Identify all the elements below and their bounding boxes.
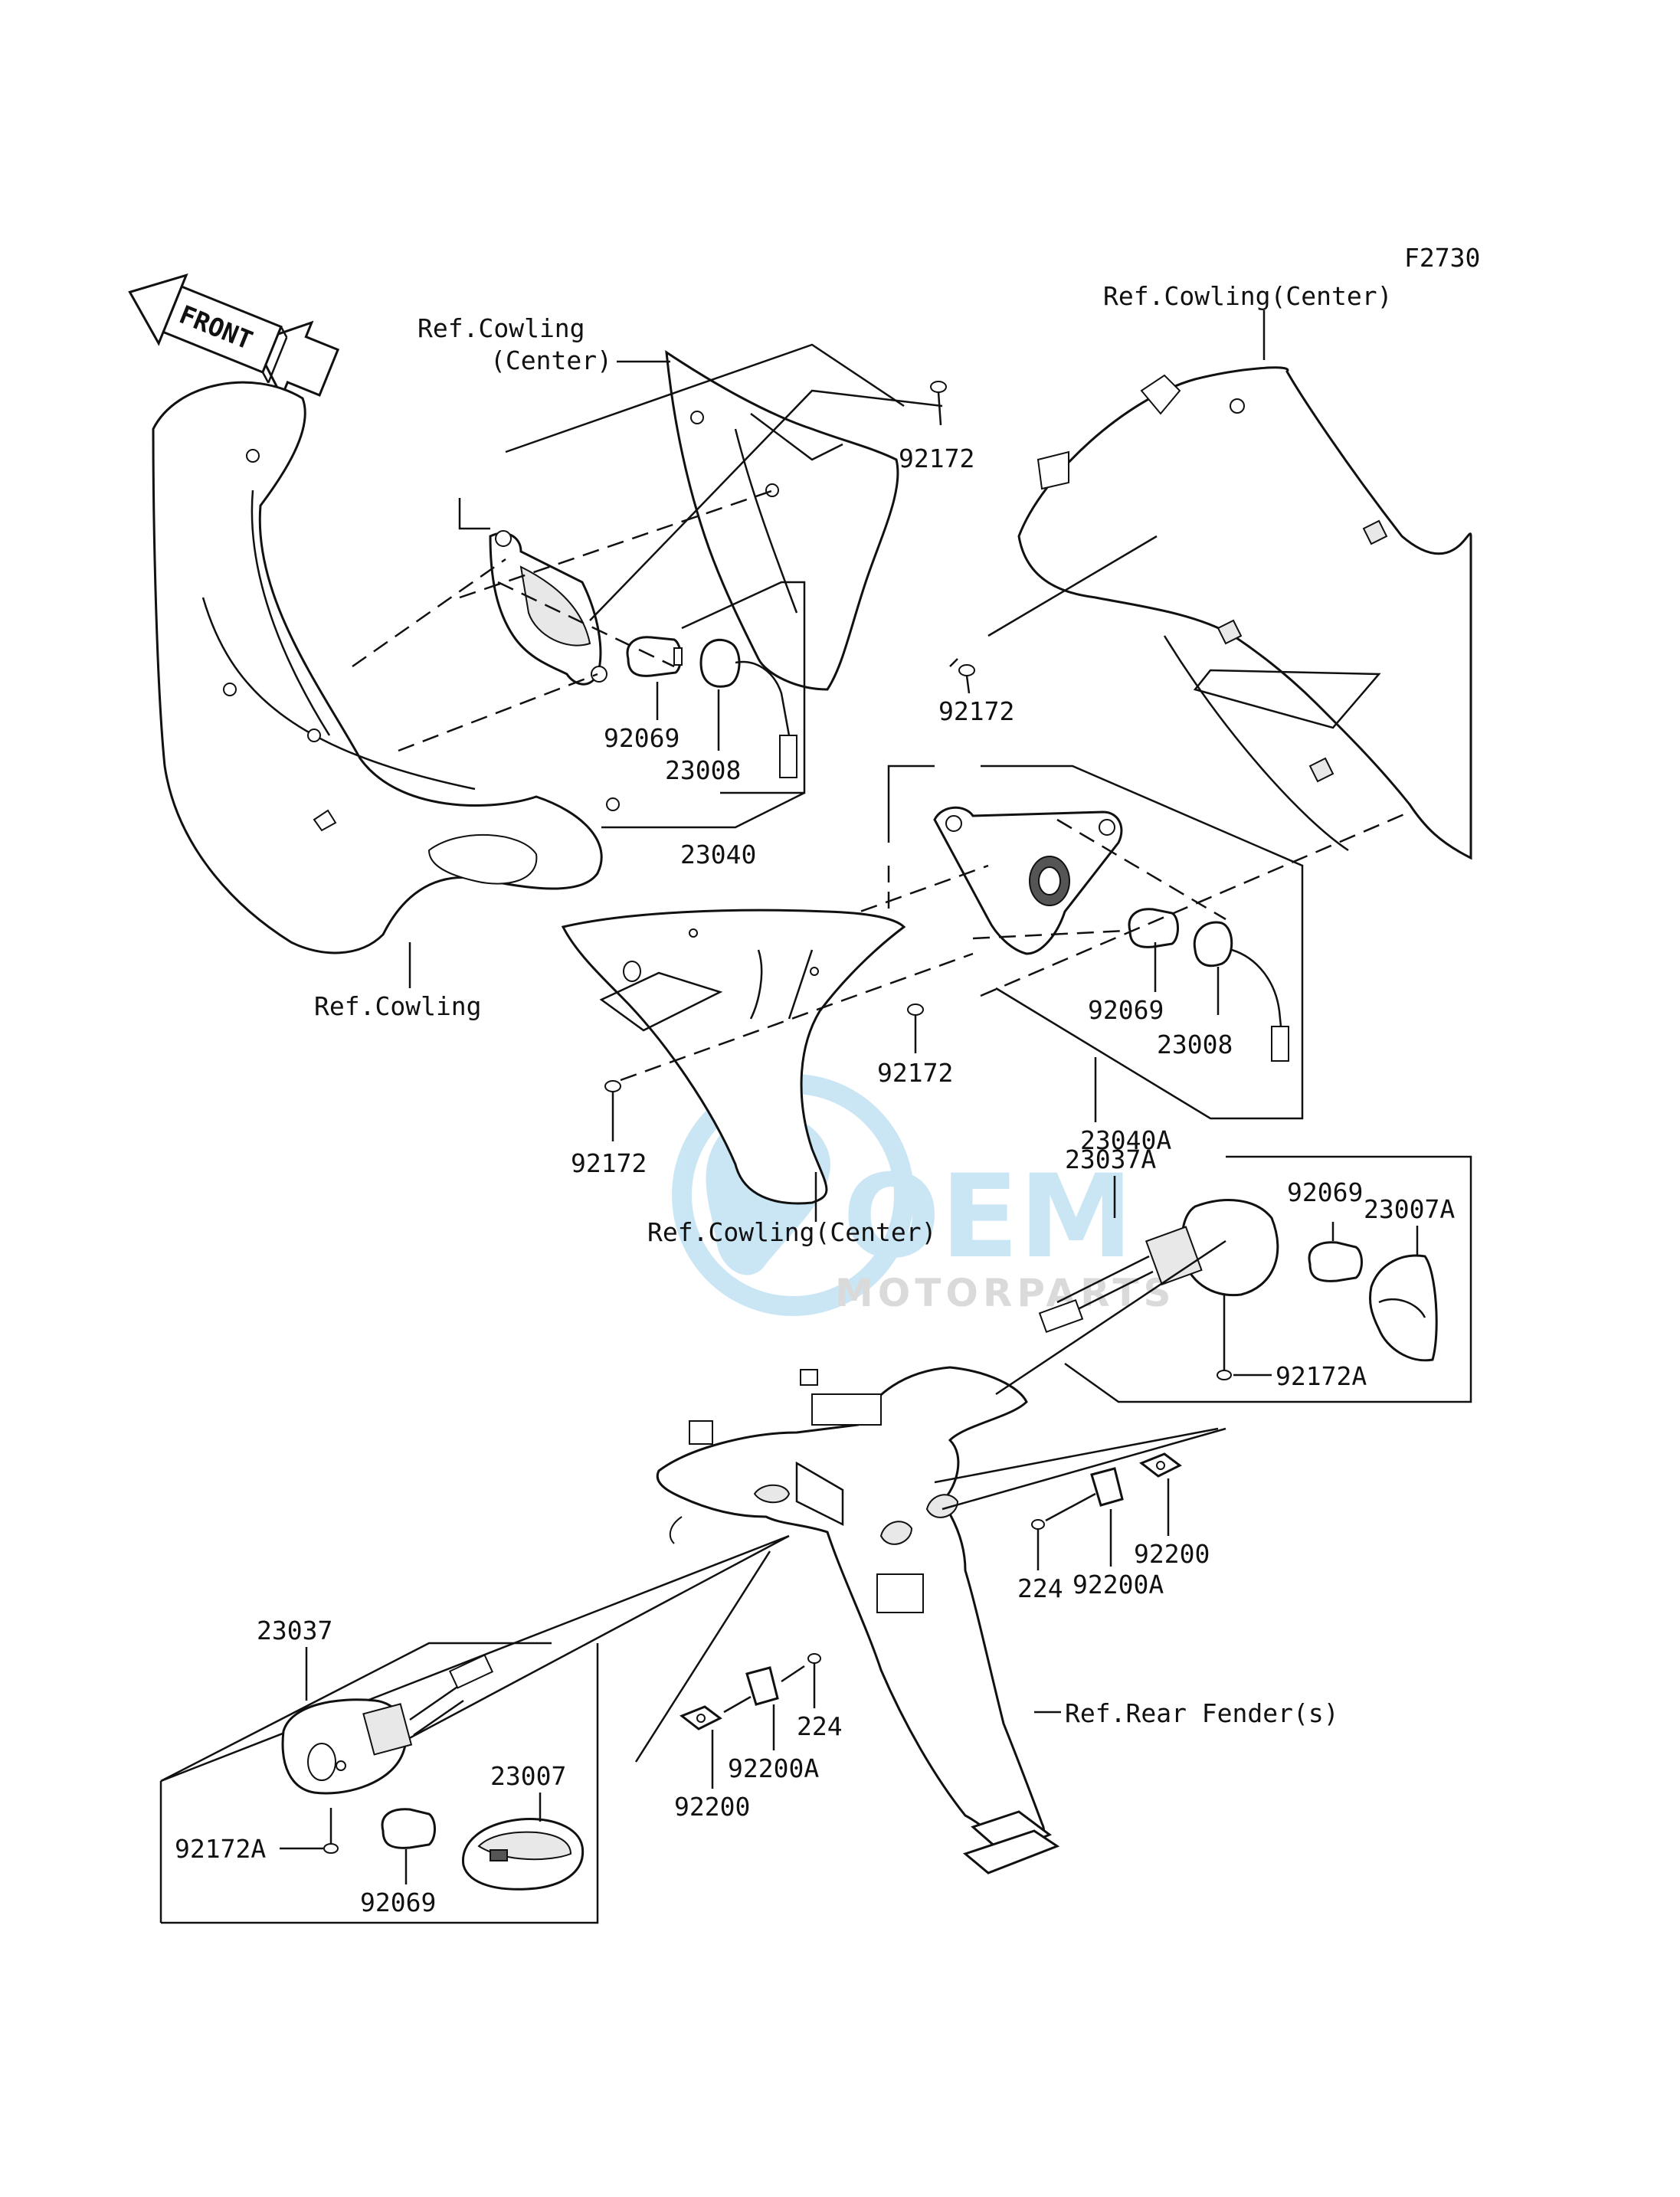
part-92172A-a: 92172A [1276, 1361, 1367, 1391]
ref-cowling-center-upper-l1: Ref.Cowling [418, 313, 585, 343]
part-23008-a: 23008 [665, 755, 741, 785]
part-23037: 23037 [257, 1616, 332, 1645]
cowling-center-upper [665, 349, 899, 691]
watermark-brand: OEM [843, 1151, 1133, 1284]
bulb-92069-right-lower [1308, 1241, 1363, 1282]
part-23040A: 23040A [1080, 1125, 1171, 1155]
front-arrow-icon: FRONT [128, 273, 340, 400]
ref-rear-fender: Ref.Rear Fender(s) [1065, 1698, 1339, 1728]
screw-92172-lower-left [604, 1080, 621, 1141]
bulb-92069-upper-left [626, 636, 683, 677]
part-92172-c: 92172 [877, 1058, 953, 1088]
ref-cowling-center-right: Ref.Cowling(Center) [1103, 281, 1393, 311]
part-23007A: 23007A [1364, 1194, 1455, 1224]
part-92200-b: 92200 [674, 1792, 750, 1822]
screw-224-lower [807, 1653, 821, 1708]
clip-92200A-lower [745, 1666, 779, 1706]
cowling-left [152, 381, 620, 954]
clip-92200A-right [1090, 1467, 1124, 1507]
part-92069-a: 92069 [604, 723, 680, 753]
ref-cowling-center-lower: Ref.Cowling(Center) [647, 1217, 937, 1247]
figure-code: F2730 [1404, 243, 1480, 273]
lens-23007A [1368, 1254, 1438, 1362]
watermark-sub: MOTORPARTS [835, 1271, 1176, 1315]
turn-signal-23037 [281, 1654, 494, 1795]
part-92200A-b: 92200A [728, 1753, 819, 1783]
part-92172-b: 92172 [938, 696, 1014, 726]
right-bracket [933, 806, 1123, 955]
screw-92172-mid [958, 664, 975, 694]
ref-cowling-label: Ref.Cowling [314, 991, 482, 1021]
cowling-center-right [1017, 366, 1472, 860]
part-92172A-b: 92172A [175, 1834, 266, 1864]
part-92069-b: 92069 [1088, 995, 1164, 1025]
part-23007: 23007 [490, 1761, 566, 1791]
socket-23008-upper-left [699, 638, 797, 778]
screw-92172-top [930, 381, 947, 426]
part-92200-a: 92200 [1134, 1539, 1210, 1569]
part-23037A: 23037A [1065, 1144, 1156, 1174]
part-92069-d: 92069 [360, 1888, 436, 1917]
screw-224-right [1031, 1492, 1096, 1570]
part-92172-d: 92172 [571, 1148, 647, 1178]
plate-92200-right [1139, 1452, 1182, 1478]
screw-92172-lower-right [907, 1004, 924, 1053]
ref-cowling-center-upper-l2: (Center) [490, 345, 612, 375]
cowling-center-lower [561, 909, 906, 1205]
turn-signal-23037A [1038, 1199, 1279, 1334]
rear-fender [656, 1366, 1060, 1874]
lens-23007 [461, 1818, 585, 1891]
part-224-a: 224 [1017, 1573, 1063, 1603]
part-23040: 23040 [680, 840, 756, 869]
part-92200A-a: 92200A [1073, 1570, 1164, 1599]
screw-92172A-left [280, 1808, 339, 1854]
part-92069-c: 92069 [1287, 1177, 1363, 1207]
part-92172-a: 92172 [899, 444, 974, 473]
socket-23008-right [1193, 921, 1289, 1062]
screw-92172A-right [1217, 1295, 1272, 1380]
left-bracket [489, 530, 607, 686]
part-23008-b: 23008 [1157, 1030, 1233, 1059]
bulb-92069-left-lower [381, 1808, 436, 1849]
plate-92200-lower [680, 1705, 722, 1730]
bulb-92069-right-upper [1128, 908, 1179, 948]
part-224-b: 224 [797, 1711, 843, 1741]
